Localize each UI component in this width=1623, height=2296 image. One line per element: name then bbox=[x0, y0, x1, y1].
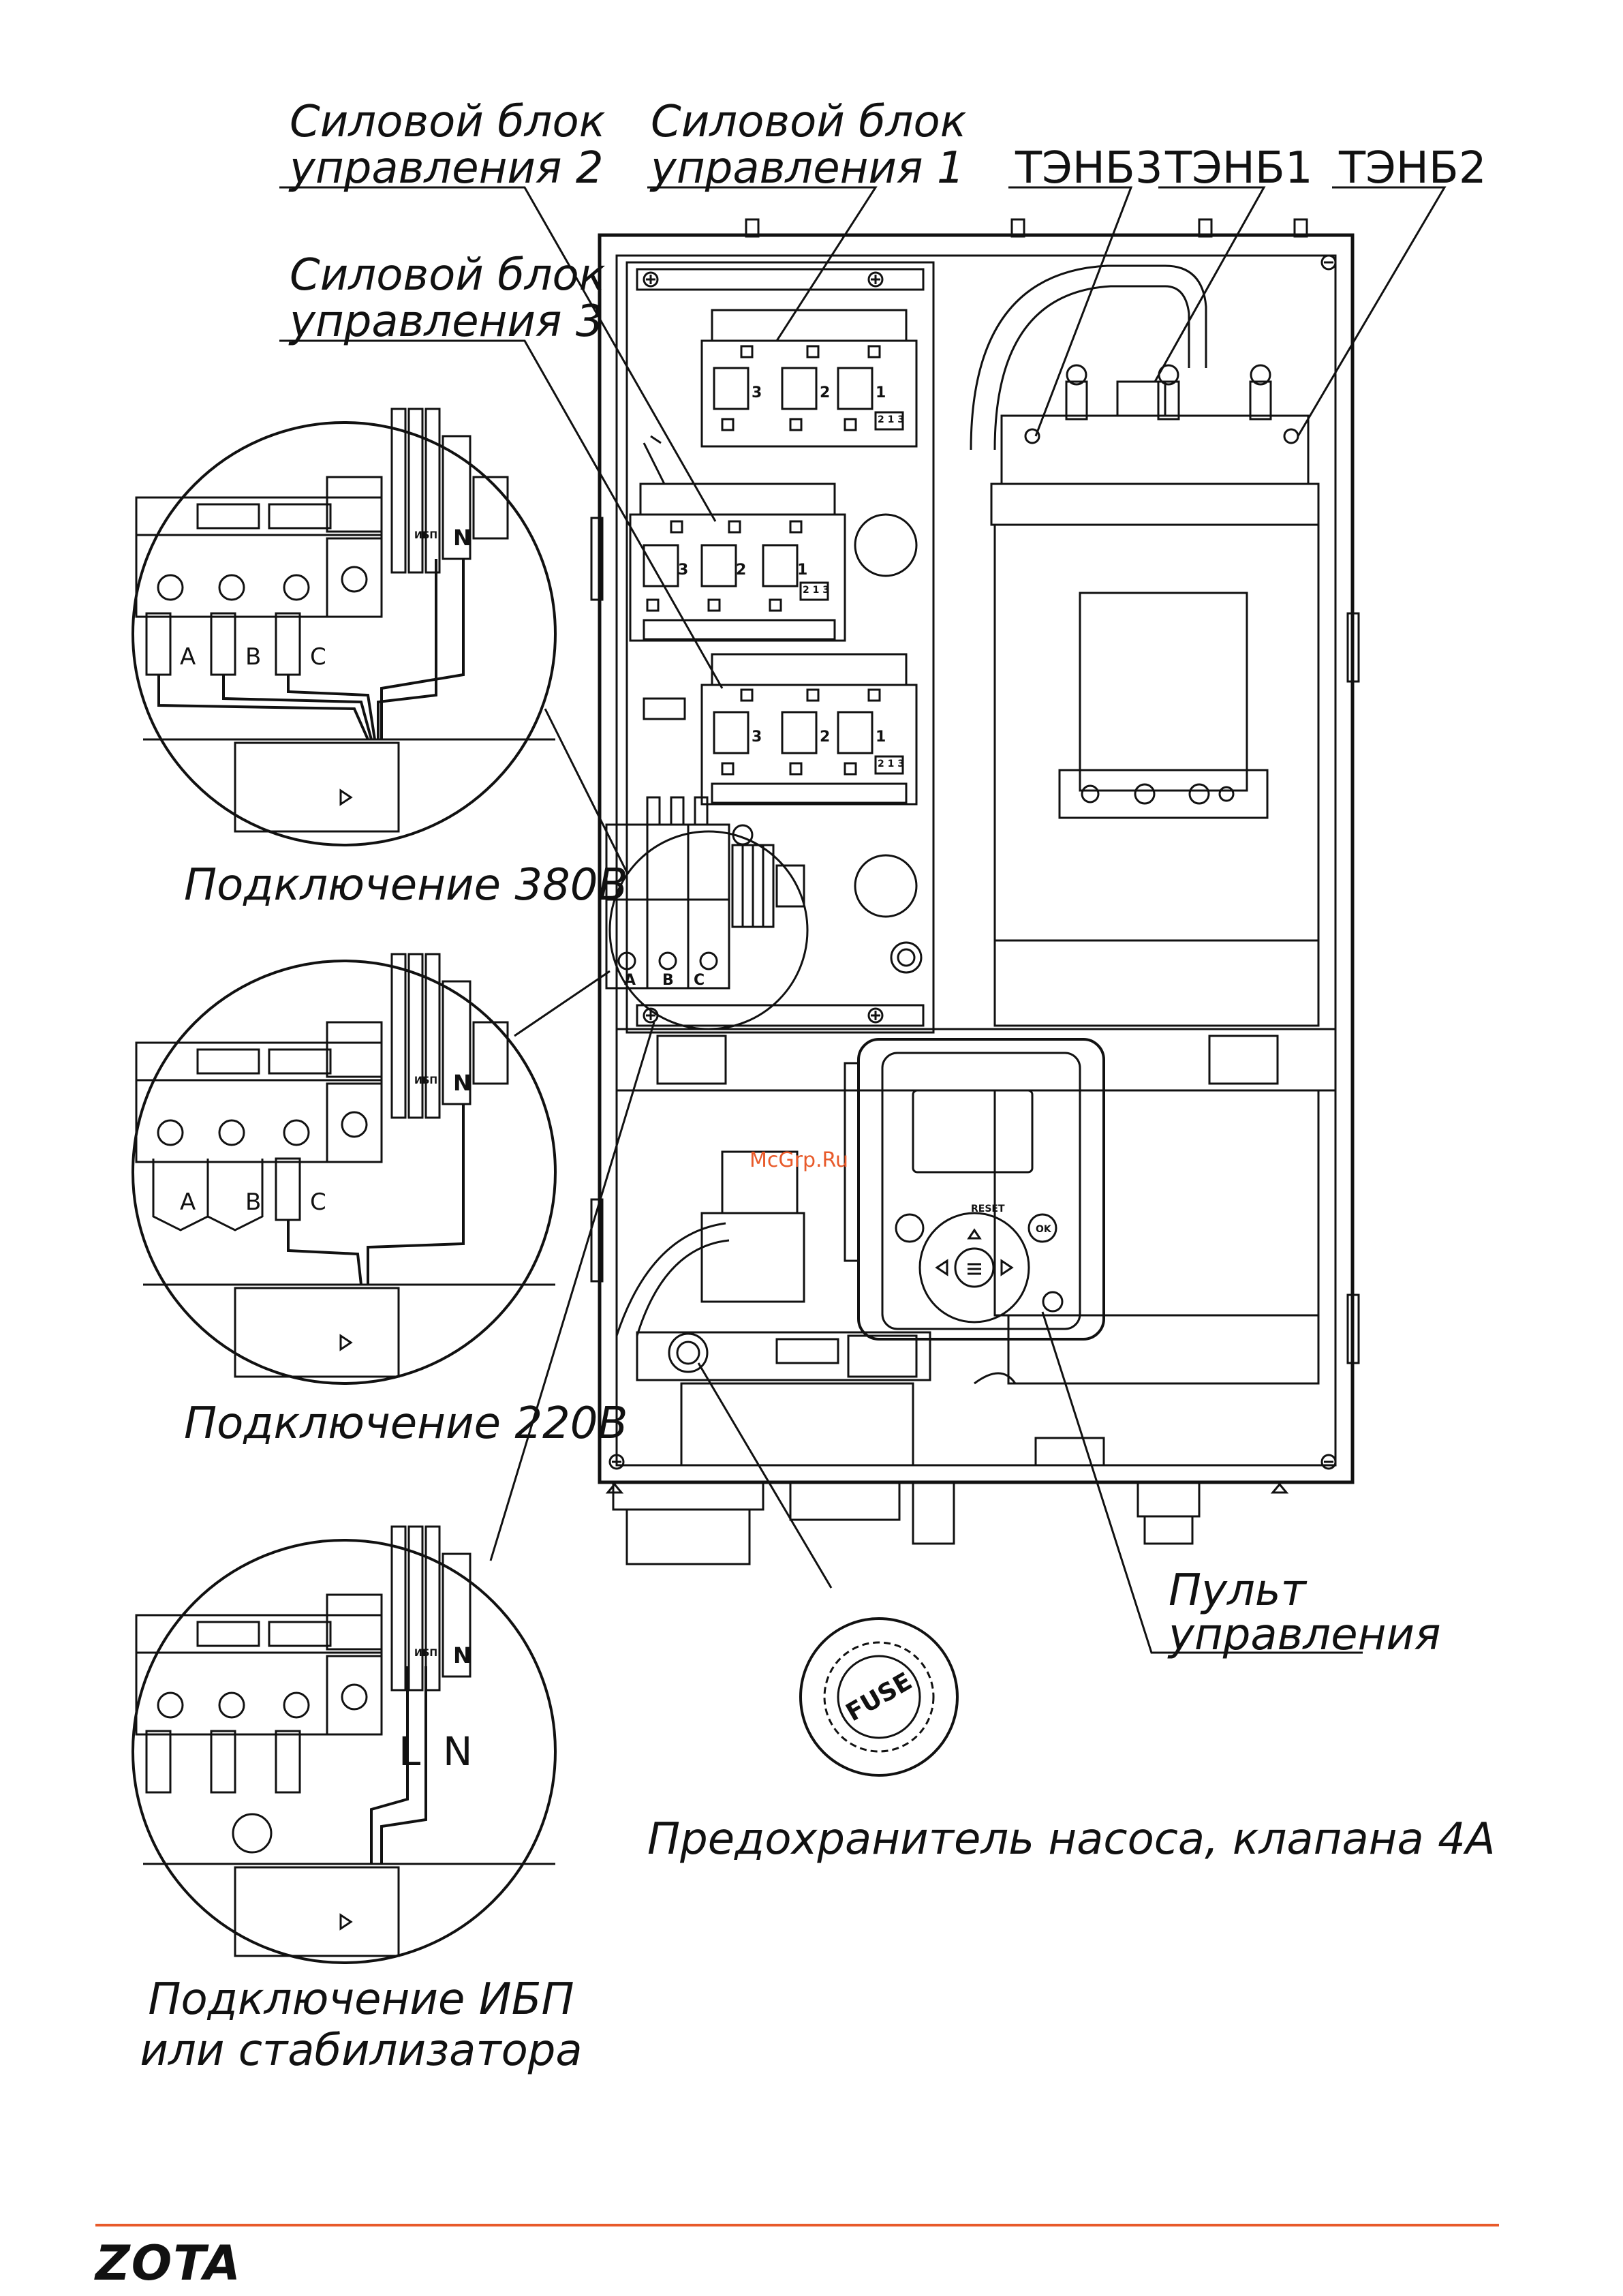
power-unit-1 bbox=[700, 309, 918, 448]
power-unit-2 bbox=[629, 483, 846, 642]
heater-tank bbox=[970, 264, 1320, 1027]
unit1-slot-1: 1 bbox=[876, 384, 886, 401]
label-power-unit-1-line1: Силовой блок bbox=[651, 97, 967, 147]
unit3-pins: 2 1 3 bbox=[878, 759, 904, 769]
label-connection-ups-line2: или стабилизатора bbox=[140, 2025, 582, 2076]
detail-380v: A B C ИБП N bbox=[132, 408, 557, 846]
label-connection-ups-line1: Подключение ИБП bbox=[148, 1974, 574, 2025]
watermark: McGrp.Ru bbox=[749, 1148, 848, 1172]
cabinet-phase-c: C bbox=[694, 972, 705, 989]
detail3-ups-label: ИБП bbox=[414, 1648, 437, 1659]
lower-assembly bbox=[605, 1028, 1337, 1565]
unit2-slot-3: 3 bbox=[678, 562, 688, 579]
label-power-unit-3-line2: управления 3 bbox=[288, 296, 604, 347]
unit1-slot-2: 2 bbox=[820, 384, 830, 401]
label-control-panel-line1: Пульт bbox=[1169, 1565, 1308, 1616]
unit3-slot-2: 2 bbox=[820, 729, 830, 746]
mounting-plate bbox=[608, 254, 1337, 1470]
panel-reset-label: RESET bbox=[971, 1204, 1005, 1214]
unit3-slot-3: 3 bbox=[752, 729, 762, 746]
unit3-slot-1: 1 bbox=[876, 729, 886, 746]
detail2-neutral: N bbox=[453, 1070, 472, 1096]
detail1-neutral: N bbox=[453, 525, 472, 551]
detail-ups: ИБП N L N bbox=[132, 1525, 557, 1964]
detail2-phase-b: B bbox=[245, 1189, 261, 1216]
label-power-unit-3-line1: Силовой блок bbox=[290, 250, 606, 301]
cabinet-phase-a: A bbox=[624, 972, 636, 989]
label-connection-220: Подключение 220В bbox=[184, 1398, 628, 1449]
detail2-ups-label: ИБП bbox=[414, 1075, 437, 1086]
detail2-phase-a: A bbox=[180, 1189, 196, 1216]
brand-logo: ZOTA bbox=[94, 2235, 242, 2291]
detail-220v: A B C ИБП N bbox=[132, 953, 557, 1385]
control-panel bbox=[844, 1038, 1105, 1341]
label-heater-1: ТЭНБ1 bbox=[1164, 143, 1313, 194]
fuse-cap-text: FUSE bbox=[841, 1668, 917, 1728]
label-fuse-caption: Предохранитель насоса, клапана 4А bbox=[647, 1814, 1496, 1865]
unit1-pins: 2 1 3 bbox=[878, 414, 904, 425]
label-heater-2: ТЭНБ2 bbox=[1338, 143, 1487, 194]
unit1-slot-3: 3 bbox=[752, 384, 762, 401]
unit2-slot-1: 1 bbox=[797, 562, 807, 579]
detail3-neutral: N bbox=[453, 1642, 472, 1668]
fuse-detail: FUSE bbox=[799, 1617, 959, 1777]
label-connection-380: Подключение 380В bbox=[184, 860, 628, 910]
label-power-unit-2-line2: управления 2 bbox=[288, 143, 604, 194]
label-power-unit-2-line1: Силовой блок bbox=[290, 97, 606, 147]
panel-ok-label: OK bbox=[1036, 1224, 1052, 1235]
label-power-unit-1-line2: управления 1 bbox=[649, 143, 965, 194]
unit2-slot-2: 2 bbox=[736, 562, 746, 579]
cabinet-phase-b: B bbox=[662, 972, 674, 989]
detail1-phase-a: A bbox=[180, 643, 196, 671]
detail2-phase-c: C bbox=[310, 1189, 326, 1216]
detail3-line-label: L bbox=[399, 1728, 420, 1775]
label-heater-3: ТЭНБ3 bbox=[1015, 143, 1163, 194]
detail1-phase-b: B bbox=[245, 643, 261, 671]
unit2-pins: 2 1 3 bbox=[803, 585, 829, 596]
detail1-ups-label: ИБП bbox=[414, 530, 437, 541]
detail3-neutral-label: N bbox=[443, 1728, 472, 1775]
label-control-panel-line2: управления bbox=[1167, 1610, 1441, 1660]
boiler-cabinet bbox=[590, 218, 1360, 1484]
leader-lines bbox=[279, 186, 1447, 1654]
detail1-phase-c: C bbox=[310, 643, 326, 671]
main-breaker bbox=[605, 796, 805, 990]
